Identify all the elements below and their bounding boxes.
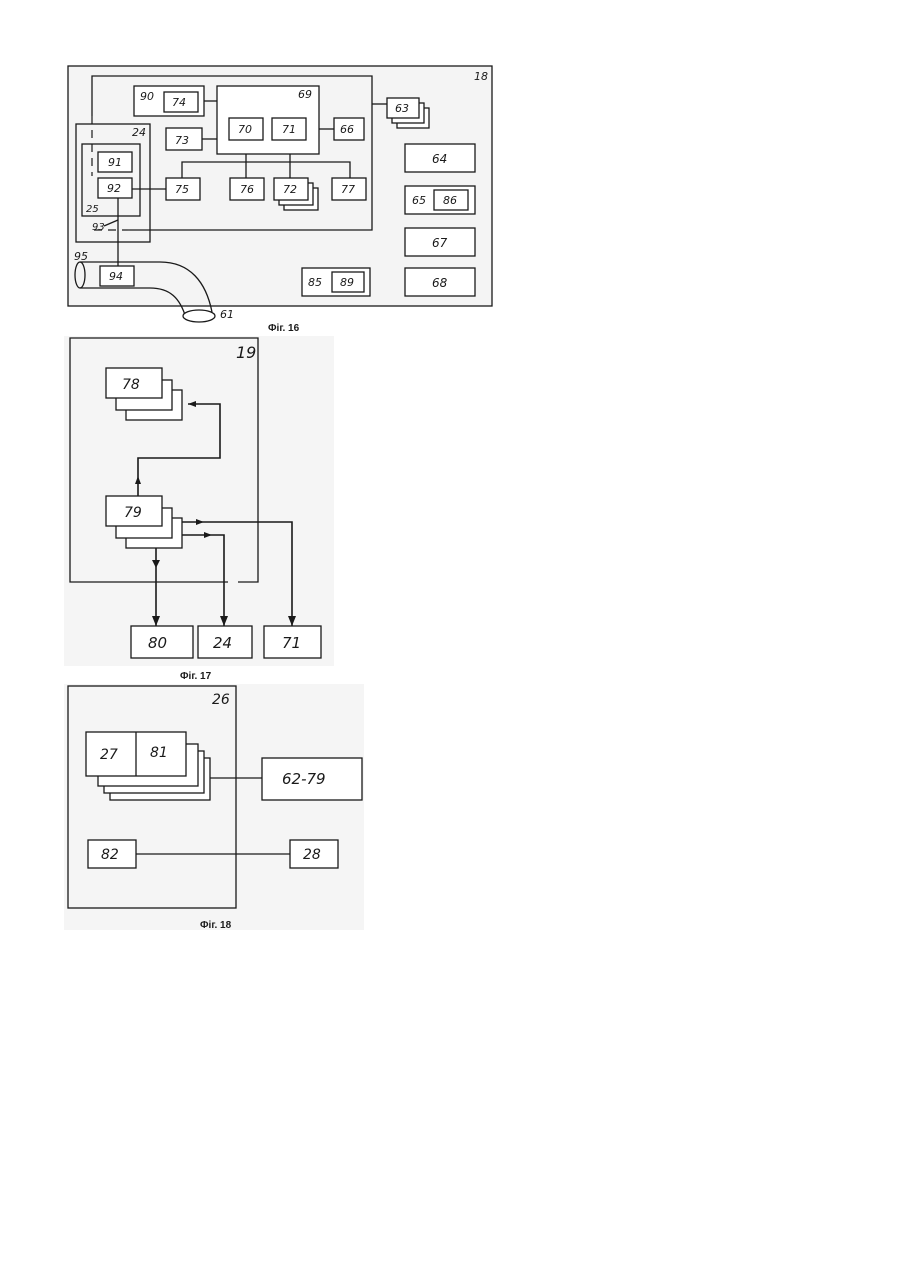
- label-76: 76: [240, 183, 254, 196]
- label-92: 92: [107, 182, 121, 195]
- label-69: 69: [298, 88, 312, 101]
- fig18-caption: Фіг. 18: [200, 920, 232, 931]
- label-67: 67: [432, 236, 448, 250]
- fig16-diagram: 18 90 74 69 70 71 73 66 63 64: [68, 66, 492, 334]
- label-73: 73: [175, 134, 189, 147]
- label-18: 18: [474, 70, 488, 83]
- label-77: 77: [341, 183, 355, 196]
- label-27: 27: [100, 747, 118, 763]
- label-75: 75: [175, 183, 189, 196]
- label-65: 65: [412, 194, 426, 207]
- label-72: 72: [283, 183, 297, 196]
- fig17-diagram: 19 78 79 80 24 71 Фіг. 17: [64, 336, 334, 682]
- label-62-79: 62-79: [282, 770, 326, 788]
- label-81: 81: [150, 745, 168, 761]
- label-24: 24: [132, 126, 146, 139]
- label-89: 89: [340, 276, 354, 289]
- label-24-fig17: 24: [213, 634, 232, 652]
- fig17-caption: Фіг. 17: [180, 671, 212, 682]
- label-95: 95: [74, 250, 88, 263]
- label-93: 93: [92, 222, 105, 233]
- pipe-61-end: [183, 310, 215, 322]
- label-28: 28: [303, 847, 321, 863]
- label-86: 86: [443, 194, 457, 207]
- label-68: 68: [432, 276, 448, 290]
- label-70: 70: [238, 123, 252, 136]
- fig18-diagram: 26 27 81 62-79 82 28 Фіг. 18: [64, 684, 364, 931]
- label-79: 79: [124, 505, 142, 521]
- label-61: 61: [220, 308, 234, 321]
- label-85: 85: [308, 276, 322, 289]
- label-63: 63: [395, 102, 409, 115]
- label-25: 25: [86, 204, 99, 215]
- fig16-caption: Фіг. 16: [268, 323, 300, 334]
- label-71: 71: [282, 123, 296, 136]
- label-78: 78: [122, 377, 140, 393]
- label-91: 91: [108, 156, 122, 169]
- label-90: 90: [140, 90, 154, 103]
- label-66: 66: [340, 123, 354, 136]
- label-80: 80: [148, 634, 167, 652]
- label-82: 82: [101, 847, 119, 863]
- label-74: 74: [172, 96, 186, 109]
- label-64: 64: [432, 152, 447, 166]
- label-94: 94: [109, 270, 123, 283]
- label-19: 19: [236, 343, 256, 362]
- label-26: 26: [212, 692, 230, 708]
- label-71-fig17: 71: [282, 634, 301, 652]
